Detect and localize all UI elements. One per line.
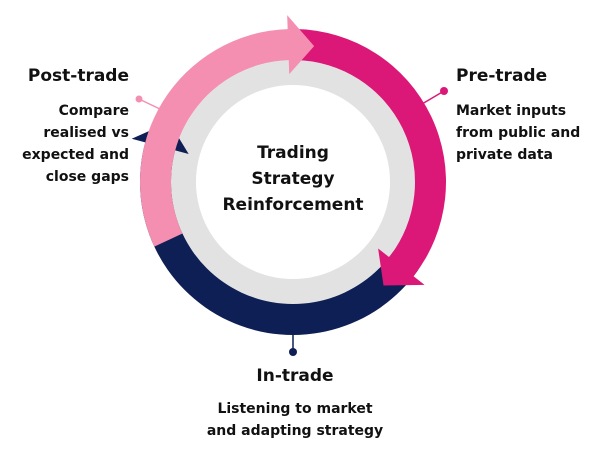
in-trade-title: In-trade — [256, 366, 334, 386]
desc-line: Market inputs — [456, 103, 567, 119]
in-trade-desc: Listening to market and adapting strateg… — [150, 398, 440, 442]
post-trade-arrow — [140, 15, 315, 247]
center-disc — [196, 85, 390, 279]
post-trade-title: Post-trade — [27, 66, 129, 86]
in-trade-arrow — [131, 122, 419, 335]
center-title: Trading Strategy Reinforcement — [208, 140, 378, 218]
in-trade-block: In-trade Listening to market and adaptin… — [150, 366, 440, 442]
desc-line: Listening to market — [217, 401, 373, 417]
pre-trade-dot — [440, 87, 448, 95]
pre-trade-desc: Market inputs from public and private da… — [456, 100, 600, 166]
post-trade-dot — [135, 95, 143, 103]
inner-ring — [172, 61, 414, 303]
desc-line: realised vs — [43, 125, 129, 141]
desc-line: from public and — [456, 125, 581, 141]
pre-trade-arrow — [295, 29, 446, 286]
pre-trade-block: Pre-trade Market inputs from public and … — [456, 66, 600, 166]
center-line: Trading — [257, 143, 329, 163]
pre-trade-connector — [421, 90, 445, 105]
desc-line: Compare — [58, 103, 129, 119]
pre-trade-title: Pre-trade — [456, 66, 548, 86]
post-trade-desc: Compare realised vs expected and close g… — [0, 100, 129, 188]
desc-line: close gaps — [45, 169, 129, 185]
post-trade-connector — [138, 98, 163, 111]
in-trade-dot — [289, 348, 297, 356]
desc-line: private data — [456, 147, 553, 163]
desc-line: and adapting strategy — [206, 423, 384, 439]
center-line: Reinforcement — [222, 195, 364, 215]
post-trade-block: Post-trade Compare realised vs expected … — [0, 66, 129, 188]
desc-line: expected and — [22, 147, 129, 163]
center-line: Strategy — [251, 169, 335, 189]
